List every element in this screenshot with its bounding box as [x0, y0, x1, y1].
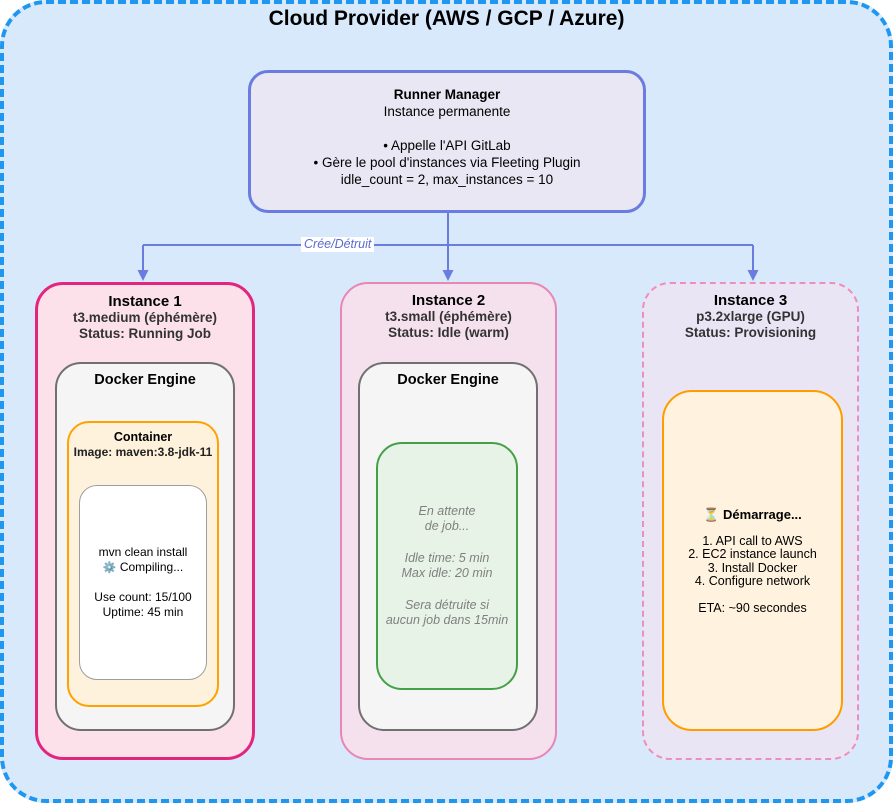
instance-1-type: t3.medium (éphémère) — [72, 310, 218, 325]
job-command: mvn clean install — [98, 545, 188, 559]
instance-3-title: Instance 3 — [713, 292, 788, 309]
spacer — [251, 120, 643, 137]
provisioning-title-text: Démarrage... — [723, 506, 802, 522]
instance-2-docker-engine-title: Docker Engine — [397, 372, 499, 388]
spacer — [80, 576, 206, 590]
spacer — [664, 523, 841, 535]
destroy-note-line-2: aucun job dans 15min — [385, 613, 509, 627]
instance-1-title: Instance 1 — [108, 293, 182, 310]
instance-3-type: p3.2xlarge (GPU) — [696, 309, 805, 324]
destroy-note-line-1: Sera détruite si — [404, 598, 490, 612]
max-idle: Max idle: 20 min — [401, 566, 493, 580]
spacer — [378, 534, 516, 551]
runner-manager-config: idle_count = 2, max_instances = 10 — [340, 172, 554, 187]
gear-icon: ⚙️ — [102, 562, 117, 574]
runner-manager-bullet-api: • Appelle l'API GitLab — [383, 138, 511, 153]
container-title: Container — [113, 430, 173, 444]
instance-2-idle-box: En attente de job... Idle time: 5 min Ma… — [376, 442, 518, 690]
idle-time: Idle time: 5 min — [404, 551, 490, 565]
job-uptime: Uptime: 45 min — [102, 605, 184, 619]
instance-1-job-box: mvn clean install ⚙️ Compiling... Use co… — [79, 485, 207, 680]
instance-2-title: Instance 2 — [411, 292, 486, 309]
instance-2-status: Status: Idle (warm) — [388, 325, 509, 340]
instance-1-status: Status: Running Job — [79, 326, 211, 341]
instance-1-docker-engine-title: Docker Engine — [94, 372, 196, 388]
provisioning-title-line: ⏳ Démarrage... — [664, 507, 841, 523]
spacer — [378, 581, 516, 598]
job-use-count: Use count: 15/100 — [94, 590, 192, 604]
provisioning-step: 3. Install Docker — [707, 560, 798, 575]
diagram-title: Cloud Provider (AWS / GCP / Azure) — [268, 7, 625, 30]
spacer — [664, 589, 841, 601]
instance-3-status: Status: Provisioning — [684, 325, 817, 340]
edge-label-create-destroy: Crée/Détruit — [301, 237, 375, 252]
provisioning-step: 1. API call to AWS — [702, 533, 803, 548]
container-image: Image: maven:3.8-jdk-11 — [73, 445, 213, 459]
job-compiling-text: Compiling... — [119, 560, 184, 574]
provisioning-eta: ETA: ~90 secondes — [698, 600, 807, 615]
hourglass-icon: ⏳ — [703, 506, 720, 522]
job-compiling-line: ⚙️ Compiling... — [80, 560, 206, 576]
provisioning-step: 4. Configure network — [694, 574, 811, 588]
instance-3-provisioning-box: ⏳ Démarrage... 1. API call to AWS 2. EC2… — [662, 390, 843, 731]
runner-manager-bullet-pool: • Gère le pool d'instances via Fleeting … — [313, 155, 581, 170]
runner-manager-title: Runner Manager — [393, 87, 501, 102]
runner-manager-box: Runner Manager Instance permanente • App… — [248, 70, 646, 213]
provisioning-step: 2. EC2 instance launch — [688, 547, 817, 561]
runner-manager-subtitle: Instance permanente — [383, 104, 511, 119]
instance-2-type: t3.small (éphémère) — [385, 309, 512, 324]
idle-waiting-line-1: En attente — [418, 504, 476, 518]
idle-waiting-line-2: de job... — [424, 519, 470, 533]
